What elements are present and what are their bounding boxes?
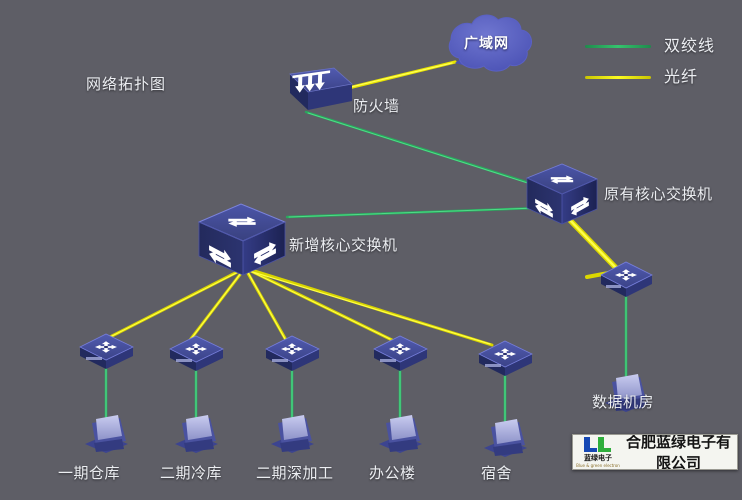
access-switch-dorm-icon: [478, 340, 533, 376]
workstation-office-icon: [379, 415, 422, 453]
logo-mark: 蓝绿电子 Blue & green electron: [573, 435, 623, 469]
legend-label-fiber: 光纤: [664, 67, 699, 86]
legend-swatch-fiber: [585, 76, 651, 79]
logo-brand-cn: 蓝绿电子: [584, 453, 612, 462]
logo-brand-en: Blue & green electron: [576, 462, 620, 468]
legend-swatch-twisted-pair: [585, 45, 651, 48]
access-switch-process2-icon: [265, 335, 320, 371]
office-label: 办公楼: [369, 464, 416, 482]
firewall-icon: [289, 67, 353, 110]
link-corenew-coreold-hl: [288, 207, 537, 218]
access-switch-office-icon: [373, 335, 428, 371]
workstation-dataroom-icon: [605, 374, 648, 412]
access-switch-dataroom-icon: [600, 261, 653, 297]
link-corenew-coldstore2-hl: [190, 268, 245, 340]
diagram-title: 网络拓扑图: [86, 75, 167, 93]
core-switch-old-icon: [525, 163, 599, 225]
wan-cloud-label: 广域网: [464, 36, 509, 52]
logo-l-green: [598, 436, 611, 452]
core-switch-new-icon: [197, 203, 287, 276]
logo-ll-glyph: [581, 436, 615, 452]
core-switch-new-label: 新增核心交换机: [289, 236, 398, 254]
firewall-label: 防火墙: [353, 97, 400, 115]
company-watermark: 蓝绿电子 Blue & green electron 合肥蓝绿电子有限公司: [572, 434, 738, 470]
process2-label: 二期深加工: [256, 464, 334, 482]
workstation-coldstore2-icon: [175, 415, 218, 453]
link-firewall-wan-hl: [333, 62, 453, 92]
workstation-dorm-icon: [484, 419, 527, 457]
link-firewall-coreold-hl: [307, 112, 538, 187]
dorm-label: 宿舍: [481, 464, 513, 482]
coldstore2-label: 二期冷库: [160, 464, 223, 482]
link-corenew-dorm-hl: [245, 269, 491, 345]
link-corenew-office-hl: [245, 268, 391, 340]
warehouse1-label: 一期仓库: [58, 464, 121, 482]
logo-company-name: 合肥蓝绿电子有限公司: [625, 434, 731, 470]
wan-cloud-icon: [448, 14, 533, 72]
fiber-fanout-group: [106, 266, 494, 347]
link-corenew-warehouse1-hl: [109, 268, 245, 338]
link-coreold-dataroom-hl: [565, 215, 618, 270]
link-corenew-process2-hl: [245, 268, 286, 340]
legend-label-twisted-pair: 双绞线: [664, 36, 716, 55]
workstation-process2-icon: [271, 415, 314, 453]
workstation-warehouse1-icon: [85, 415, 128, 453]
access-switch-warehouse1-icon: [79, 333, 134, 369]
core-switch-old-label: 原有核心交换机: [604, 185, 713, 203]
logo-l-blue: [584, 436, 597, 452]
access-switch-coldstore2-icon: [169, 335, 224, 371]
data-room-label: 数据机房: [592, 393, 655, 411]
access-drop-group: [104, 360, 507, 426]
